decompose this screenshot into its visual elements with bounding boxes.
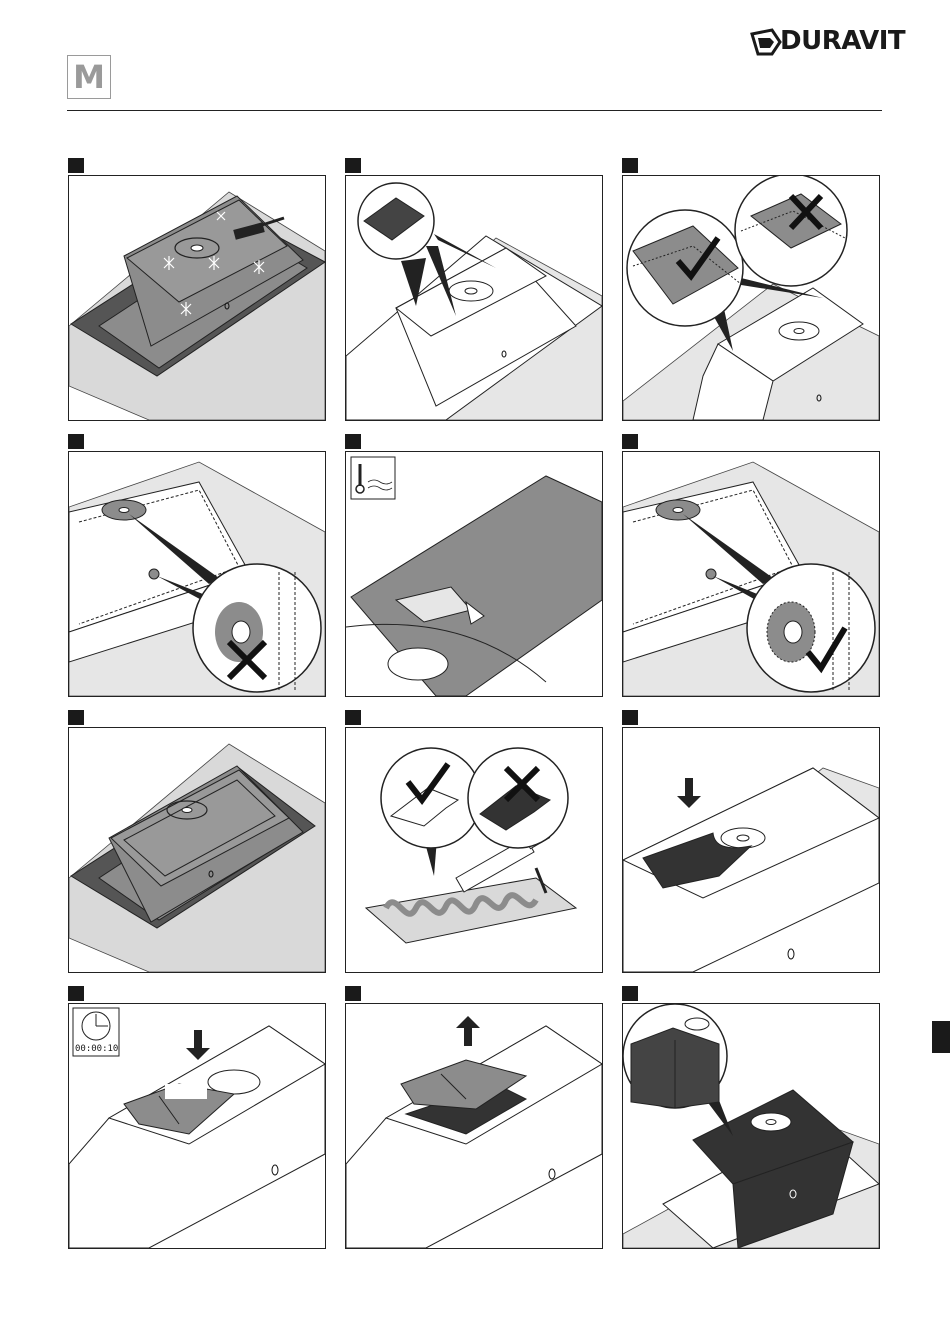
step-number-badge <box>345 158 361 173</box>
section-letter-box: M <box>67 55 111 99</box>
step-10-illustration <box>69 1004 325 1248</box>
step-9 <box>622 710 882 968</box>
step-number-badge <box>68 158 84 173</box>
step-7 <box>68 710 328 968</box>
step-5-illustration <box>346 452 602 696</box>
step-3 <box>622 158 882 416</box>
step-number-badge <box>622 434 638 449</box>
step-illustration-frame <box>622 175 880 421</box>
brand-name: DURAVIT <box>780 26 905 56</box>
step-8-illustration <box>346 728 602 972</box>
step-illustration-frame <box>68 727 326 973</box>
step-illustration-frame <box>345 451 603 697</box>
header-rule <box>67 110 882 111</box>
step-1 <box>68 158 328 416</box>
step-4-illustration <box>69 452 325 696</box>
step-illustration-frame: 00:00:10 <box>68 1003 326 1249</box>
step-number-badge <box>345 710 361 725</box>
magnifier-callout <box>623 1004 733 1136</box>
arrow-down-icon <box>186 1030 210 1060</box>
step-7-illustration <box>69 728 325 972</box>
page-tab-marker <box>932 1021 950 1053</box>
magnifier-callout <box>735 176 847 286</box>
step-illustration-frame <box>68 451 326 697</box>
step-illustration-frame <box>345 175 603 421</box>
step-10: 00:00:10 <box>68 986 328 1244</box>
step-6-illustration <box>623 452 879 696</box>
step-6 <box>622 434 882 692</box>
step-2-illustration <box>346 176 602 420</box>
thermometer-icon <box>351 457 395 499</box>
step-number-badge <box>622 710 638 725</box>
step-12-illustration <box>623 1004 879 1248</box>
step-11-illustration <box>346 1004 602 1248</box>
step-8 <box>345 710 605 968</box>
step-illustration-frame <box>622 451 880 697</box>
arrow-down-icon <box>677 778 701 808</box>
timer-readout: 00:00:10 <box>75 1044 118 1054</box>
step-illustration-frame <box>345 1003 603 1249</box>
step-number-badge <box>68 986 84 1001</box>
step-1-illustration <box>69 176 325 420</box>
step-number-badge <box>622 986 638 1001</box>
step-11 <box>345 986 605 1244</box>
step-3-illustration <box>623 176 879 420</box>
step-number-badge <box>68 434 84 449</box>
step-number-badge <box>345 986 361 1001</box>
step-illustration-frame <box>622 1003 880 1249</box>
step-4 <box>68 434 328 692</box>
step-number-badge <box>68 710 84 725</box>
arrow-up-icon <box>456 1016 480 1046</box>
step-number-badge <box>622 158 638 173</box>
step-number-badge <box>345 434 361 449</box>
step-12 <box>622 986 882 1244</box>
step-illustration-frame <box>345 727 603 973</box>
step-2 <box>345 158 605 416</box>
step-9-illustration <box>623 728 879 972</box>
step-illustration-frame <box>68 175 326 421</box>
step-illustration-frame <box>622 727 880 973</box>
section-letter: M <box>73 58 105 96</box>
step-5 <box>345 434 605 692</box>
